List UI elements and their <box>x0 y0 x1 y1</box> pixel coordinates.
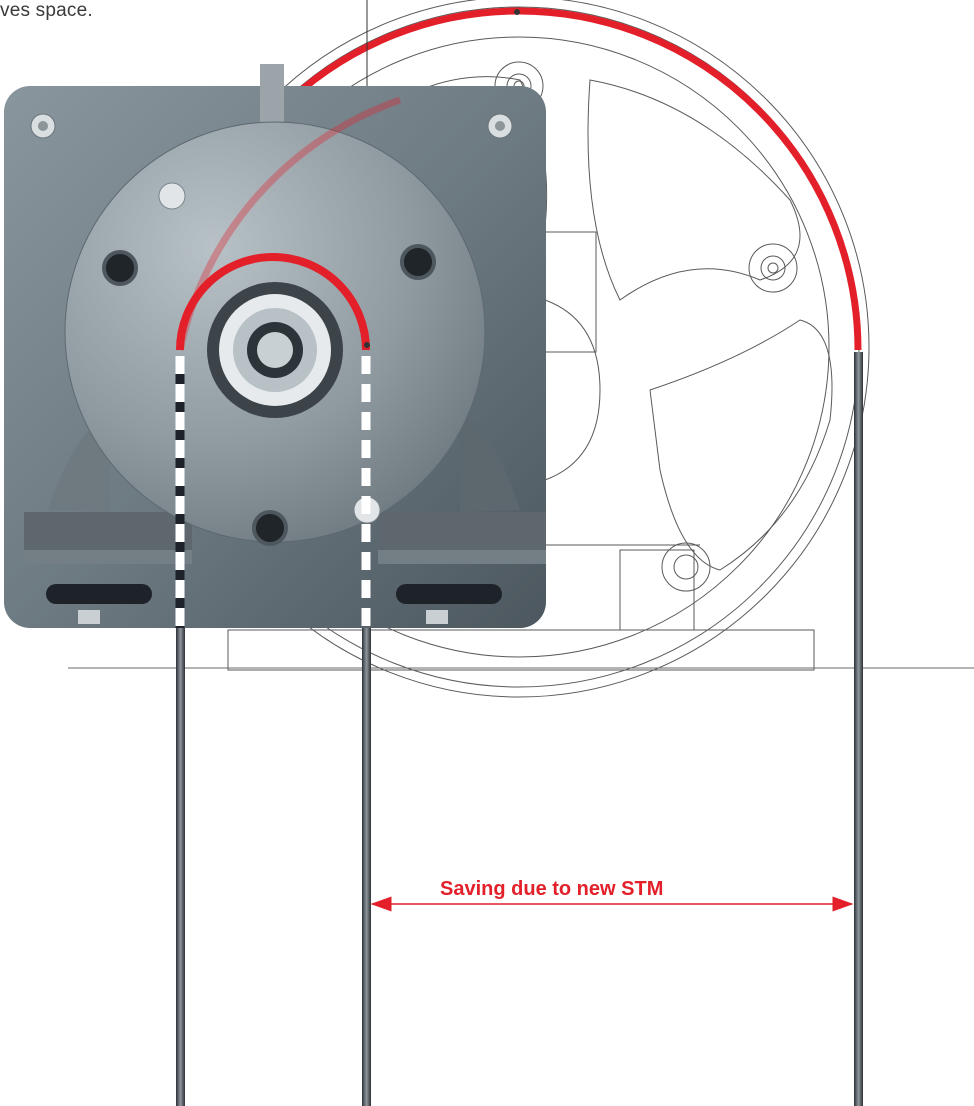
caption-text: ves space. <box>0 0 93 21</box>
old-sheave-outline <box>168 0 870 698</box>
leader-dot-bottom <box>364 342 370 348</box>
rope-right <box>854 352 863 1106</box>
rope-center <box>362 628 371 1106</box>
stm-machine <box>4 64 546 628</box>
new-sheave-rope-arc <box>176 253 370 351</box>
rope-left <box>176 628 185 1106</box>
leader-dot-top <box>514 9 520 15</box>
saving-dimension-label: Saving due to new STM <box>440 878 664 900</box>
